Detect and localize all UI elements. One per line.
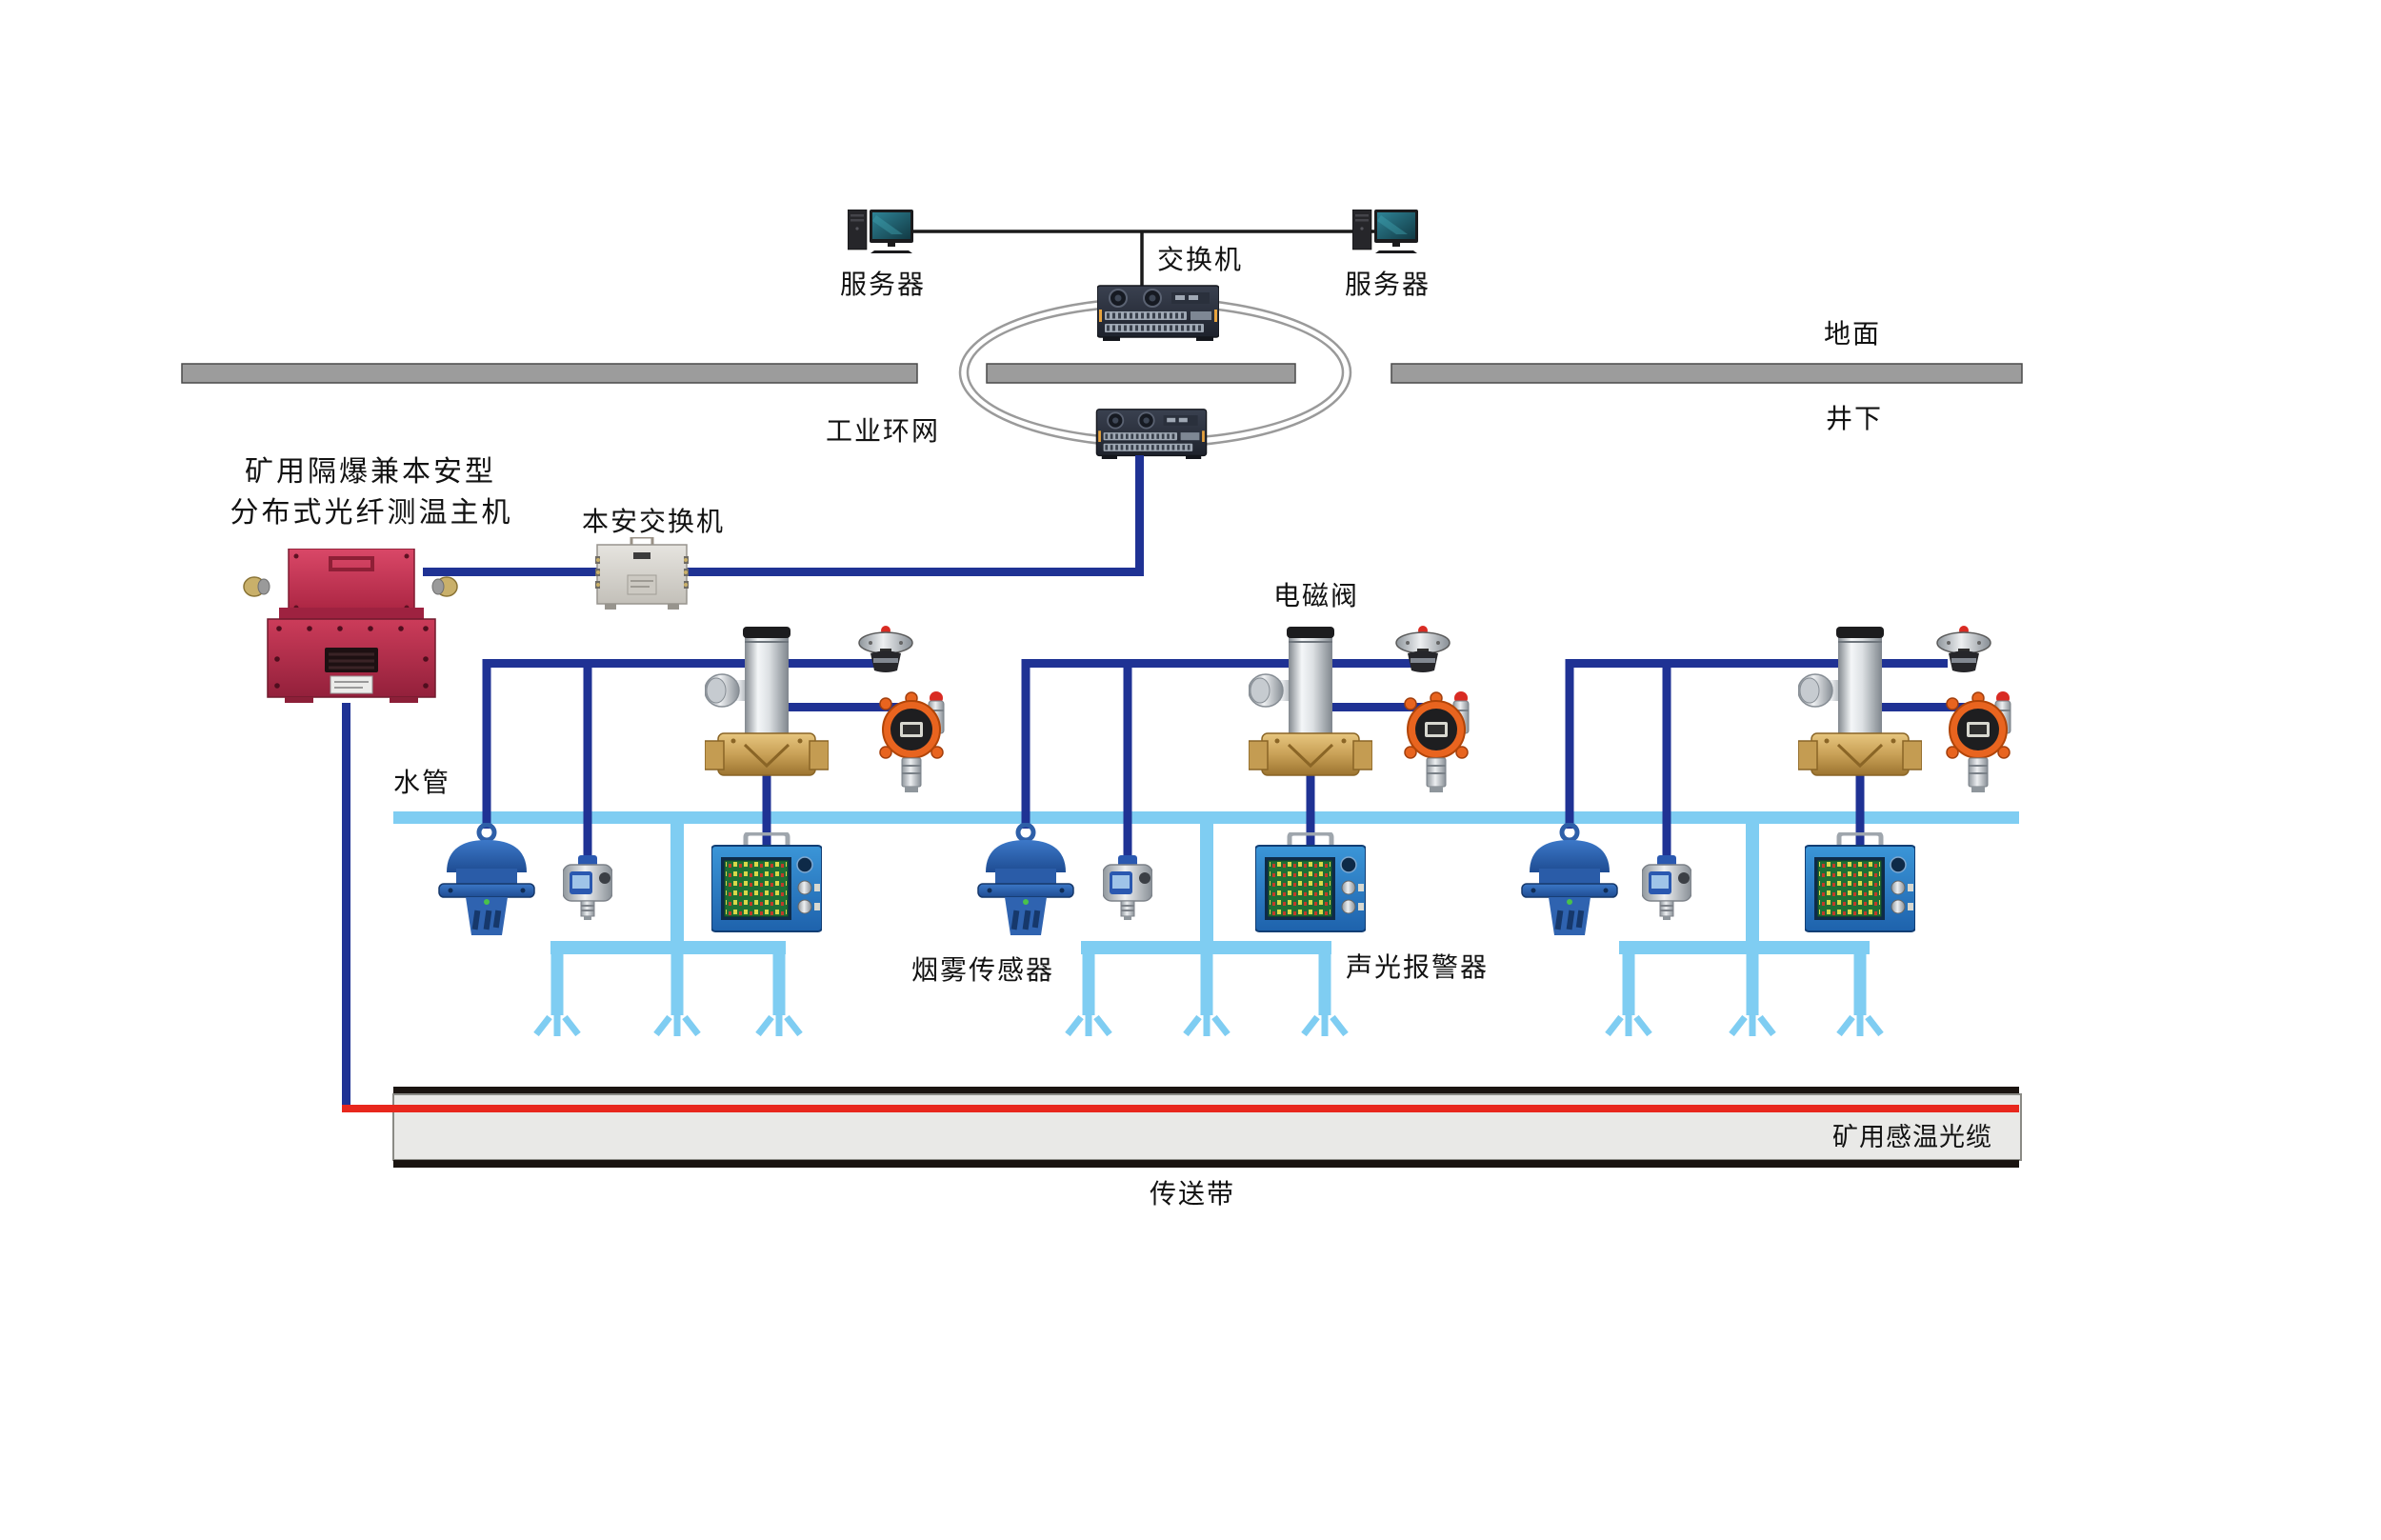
host-label-line1: 矿用隔爆兼本安型 bbox=[245, 455, 496, 489]
gas-detector-icon-3 bbox=[1946, 690, 2011, 792]
smoke-sensor-icon-1 bbox=[439, 825, 534, 935]
sprinkler-drop-line-1-3 bbox=[772, 952, 786, 1015]
gas-detector-icon-2 bbox=[1404, 690, 1470, 792]
sprinkler-nozzle-icon-1-2 bbox=[656, 1013, 698, 1036]
ground-label: 地面 bbox=[1824, 318, 1881, 350]
alarm-display-panel-icon-2 bbox=[1255, 833, 1366, 931]
server-left-label: 服务器 bbox=[840, 269, 926, 300]
sound-light-alarm-label: 声光报警器 bbox=[1346, 951, 1489, 983]
water-feed-line-2 bbox=[1200, 817, 1213, 947]
sprinkler-nozzle-icon-3-1 bbox=[1608, 1013, 1650, 1036]
water-pipe-label: 水管 bbox=[393, 767, 450, 798]
pressure-transmitter-icon-3 bbox=[1642, 855, 1691, 920]
water-feed-line-1 bbox=[670, 817, 684, 947]
solenoid-valve-icon-2 bbox=[1249, 627, 1372, 777]
host-label-line2: 分布式光纤测温主机 bbox=[230, 496, 513, 530]
panel-drop-line-2 bbox=[1306, 770, 1315, 850]
sprinkler-drop-line-3-1 bbox=[1622, 952, 1635, 1015]
pressure-transmitter-icon-1 bbox=[563, 855, 612, 920]
ring-switch-top-icon bbox=[1097, 286, 1219, 341]
ring-switch-bottom-icon bbox=[1096, 410, 1206, 459]
alarm-display-panel-icon-1 bbox=[711, 833, 822, 931]
transmitter-drop-line-1 bbox=[583, 659, 592, 859]
trunk-horizontal-line bbox=[423, 568, 1144, 576]
safe-switch-icon bbox=[595, 537, 689, 611]
pressure-transmitter-icon-2 bbox=[1103, 855, 1152, 920]
sprinkler-nozzle-icon-1-1 bbox=[536, 1013, 578, 1036]
sprinkler-drop-line-2-2 bbox=[1200, 952, 1213, 1015]
solenoid-valve-icon-3 bbox=[1798, 627, 1922, 777]
water-feed-line-3 bbox=[1746, 817, 1759, 947]
detector-branch-line-1 bbox=[776, 703, 911, 711]
station-bus-line-1 bbox=[484, 659, 886, 668]
sensing-cable-red-line bbox=[342, 1105, 2019, 1112]
safe-switch-label: 本安交换机 bbox=[582, 506, 725, 537]
smoke-sensor-drop-line-1 bbox=[482, 659, 491, 829]
sprinkler-nozzle-icon-2-1 bbox=[1068, 1013, 1110, 1036]
detector-branch-line-3 bbox=[1870, 703, 1978, 711]
divider-bar-left bbox=[181, 363, 918, 384]
sprinkler-drop-line-1-1 bbox=[550, 952, 564, 1015]
transmitter-drop-line-2 bbox=[1123, 659, 1132, 859]
detector-branch-line-2 bbox=[1320, 703, 1436, 711]
sprinkler-nozzle-icon-1-3 bbox=[758, 1013, 800, 1036]
conveyor-top-bar bbox=[393, 1087, 2019, 1094]
sprinkler-drop-line-1-2 bbox=[670, 952, 684, 1015]
sprinkler-manifold-3 bbox=[1619, 941, 1870, 954]
sprinkler-nozzle-icon-3-2 bbox=[1731, 1013, 1773, 1036]
smoke-sensor-label: 烟雾传感器 bbox=[911, 954, 1054, 986]
host-drop-line bbox=[342, 703, 350, 1110]
server-right-label: 服务器 bbox=[1345, 269, 1431, 300]
station-bus-line-2 bbox=[1027, 659, 1411, 668]
underground-label: 井下 bbox=[1826, 403, 1883, 434]
gas-detector-icon-1 bbox=[879, 690, 945, 792]
conveyor-label: 传送带 bbox=[1150, 1178, 1235, 1210]
sprinkler-drop-line-2-1 bbox=[1082, 952, 1095, 1015]
sprinkler-nozzle-icon-2-2 bbox=[1186, 1013, 1228, 1036]
sprinkler-manifold-2 bbox=[1081, 941, 1331, 954]
sprinkler-drop-line-2-3 bbox=[1318, 952, 1331, 1015]
smoke-sensor-icon-3 bbox=[1522, 825, 1617, 935]
fiber-cable-label: 矿用感温光缆 bbox=[1832, 1123, 1992, 1152]
panel-drop-line-3 bbox=[1855, 770, 1865, 850]
solenoid-valve-label: 电磁阀 bbox=[1273, 580, 1359, 611]
server-left-icon bbox=[848, 210, 914, 253]
stations-layer bbox=[439, 625, 2011, 1036]
divider-bar-right bbox=[1391, 363, 2023, 384]
industrial-ring-label: 工业环网 bbox=[826, 415, 940, 447]
sprinkler-drop-line-3-2 bbox=[1746, 952, 1759, 1015]
conveyor-bottom-bar bbox=[393, 1160, 2019, 1168]
solenoid-valve-icon-1 bbox=[705, 627, 829, 777]
alarm-display-panel-icon-3 bbox=[1805, 833, 1915, 931]
station-bus-line-3 bbox=[1570, 659, 1948, 668]
divider-bar-middle bbox=[986, 363, 1296, 384]
switch-label: 交换机 bbox=[1157, 244, 1243, 275]
conveyor-belt-band bbox=[392, 1093, 2022, 1161]
server-right-icon bbox=[1352, 210, 1419, 253]
smoke-sensor-drop-line-3 bbox=[1565, 659, 1574, 829]
smoke-sensor-icon-2 bbox=[978, 825, 1073, 935]
panel-drop-line-1 bbox=[762, 770, 771, 850]
smoke-sensor-drop-line-2 bbox=[1021, 659, 1030, 829]
sprinkler-nozzle-icon-2-3 bbox=[1304, 1013, 1346, 1036]
sprinkler-nozzle-icon-3-3 bbox=[1839, 1013, 1881, 1036]
sprinkler-manifold-1 bbox=[550, 941, 786, 954]
sprinkler-drop-line-3-3 bbox=[1853, 952, 1867, 1015]
trunk-vertical-line bbox=[1135, 455, 1144, 575]
transmitter-drop-line-3 bbox=[1662, 659, 1671, 859]
